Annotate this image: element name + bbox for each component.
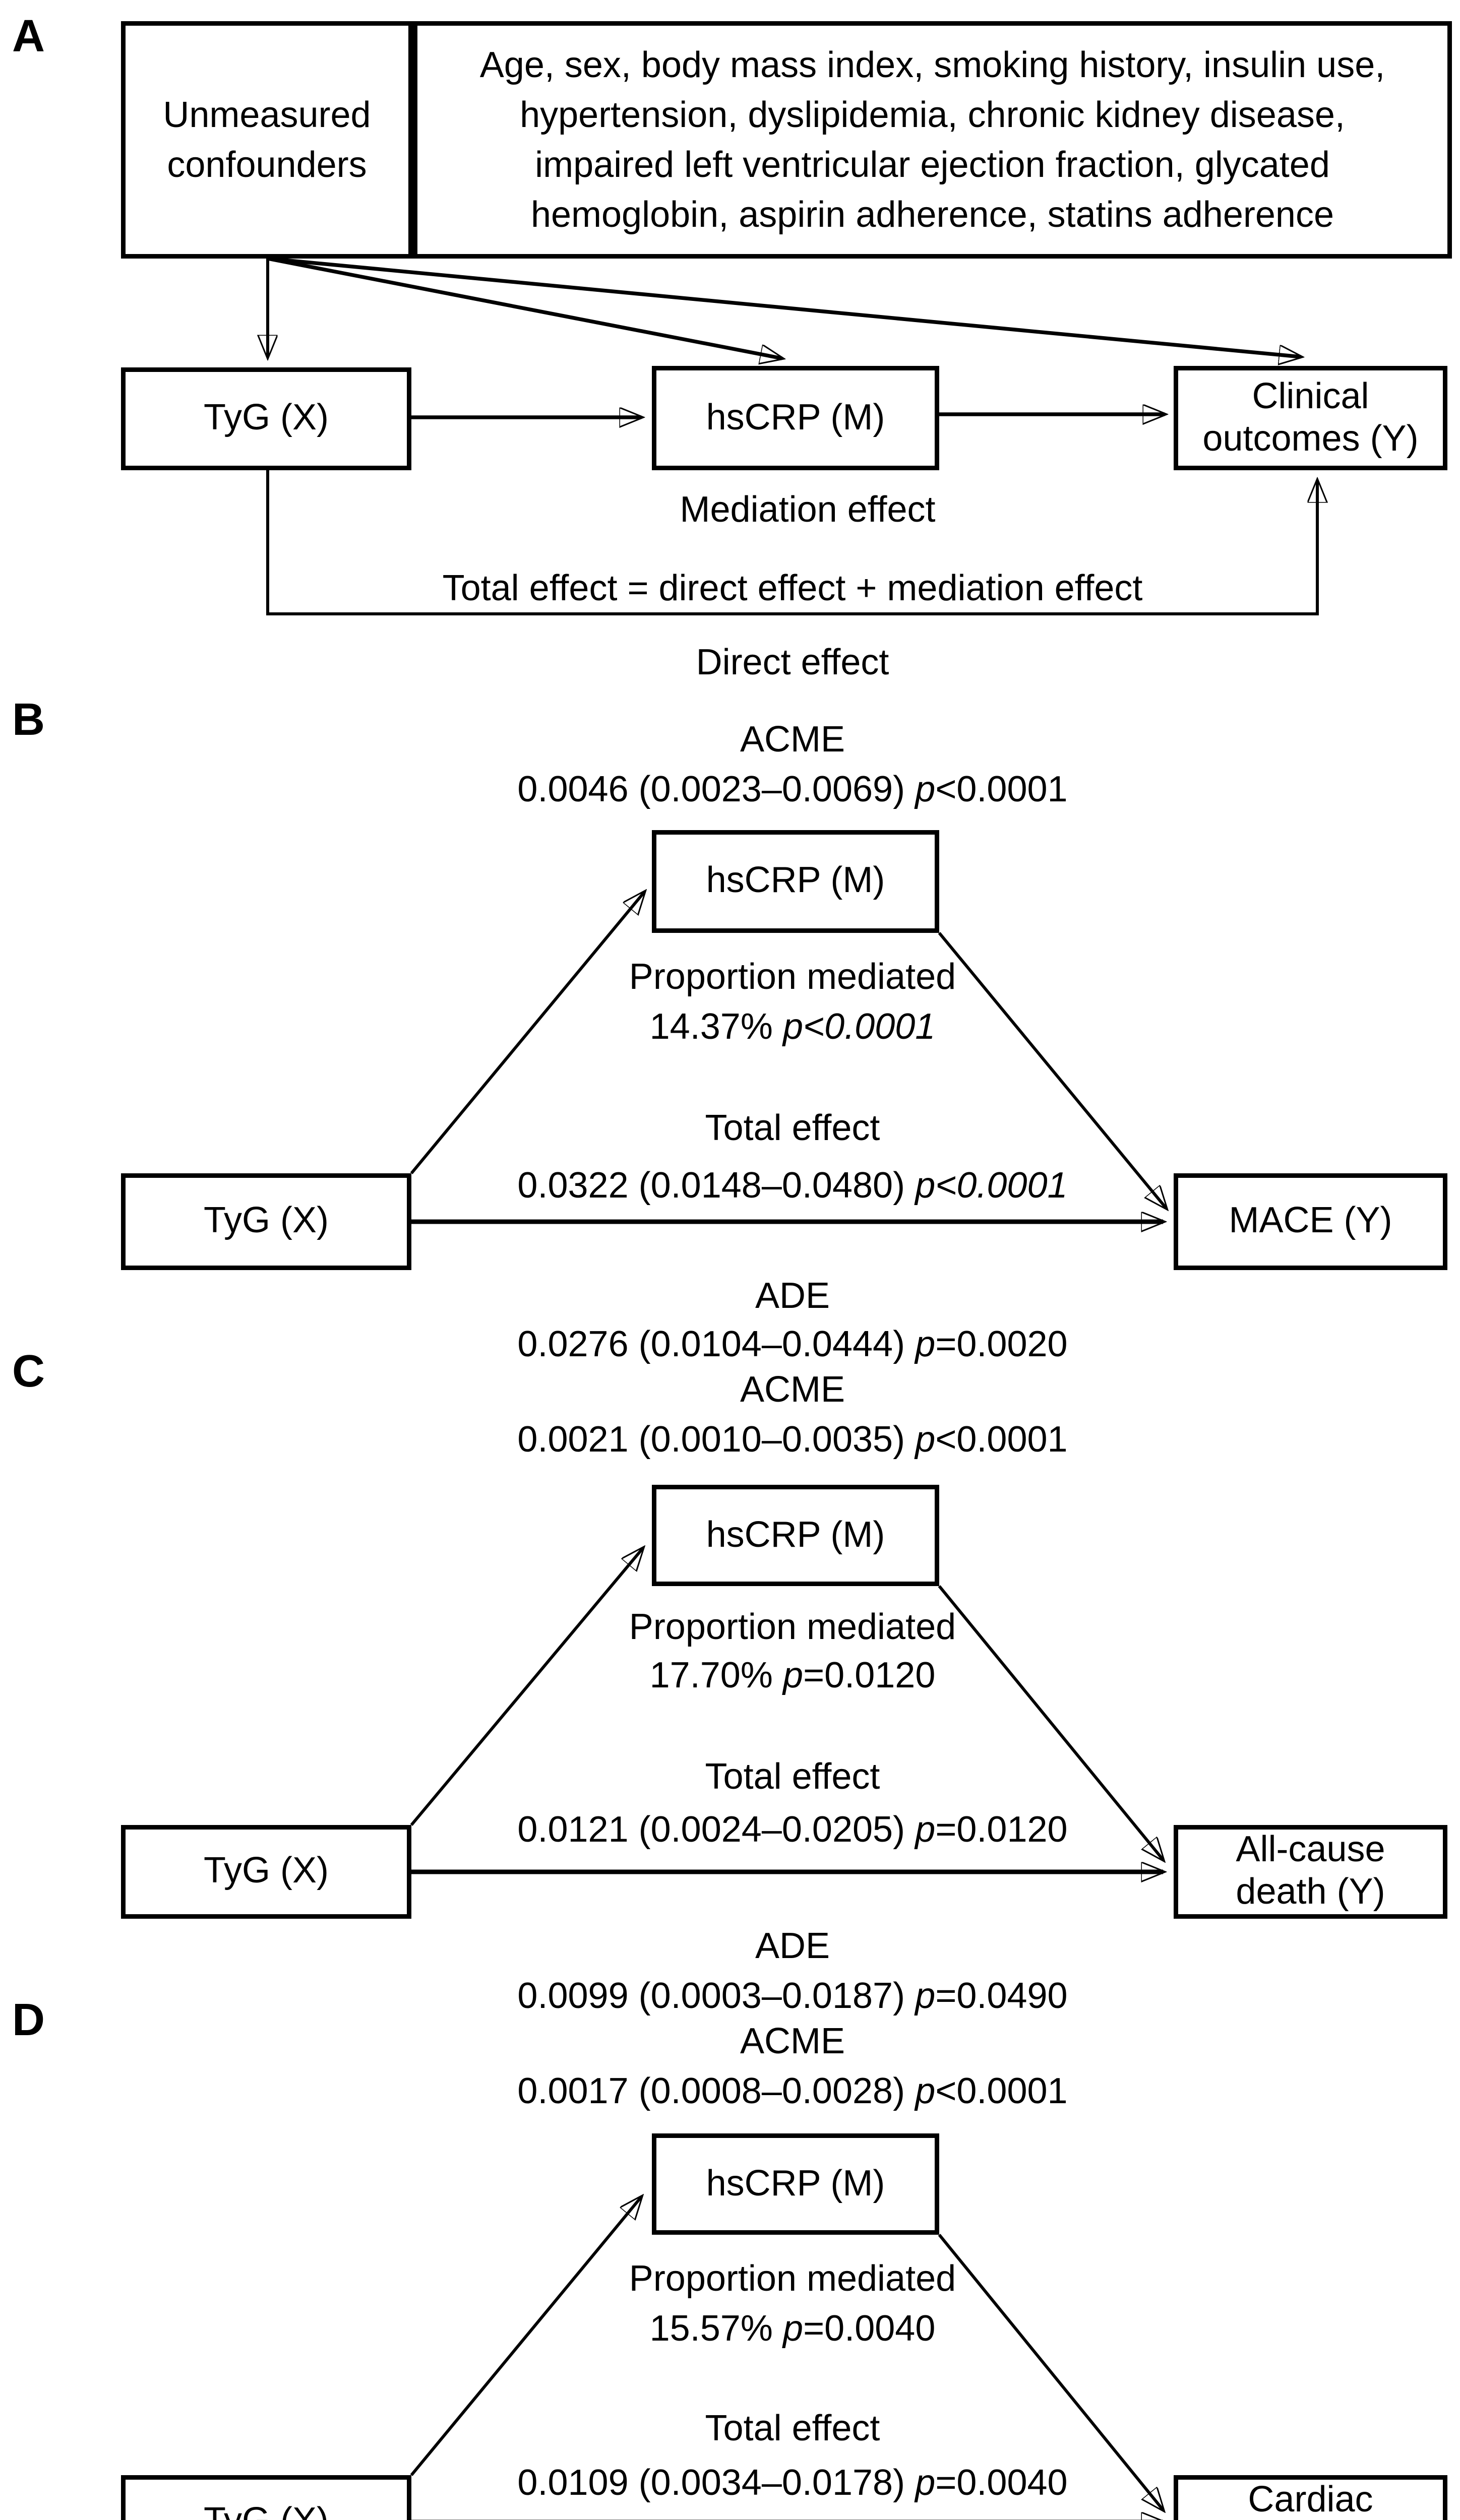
direct-effect-label: Direct effect	[696, 643, 889, 683]
mediator-box-c: hsCRP (M)	[652, 1485, 939, 1586]
outcome-box-d: Cardiac death (Y)	[1174, 2475, 1447, 2520]
mediator-label: hsCRP (M)	[706, 1514, 885, 1555]
outcome-box-b: MACE (Y)	[1174, 1173, 1447, 1270]
p-italic: p	[783, 2309, 804, 2350]
covariate-line: hemoglobin, aspirin adherence, statins a…	[530, 194, 1334, 235]
estimate-text: 0.0109 (0.0034–0.0178)	[517, 2463, 905, 2504]
outcome-line: MACE (Y)	[1229, 1201, 1392, 1241]
mediator-box-d: hsCRP (M)	[652, 2133, 939, 2235]
mediator-label: hsCRP (M)	[706, 2163, 885, 2204]
estimate-text: 14.37%	[649, 1007, 773, 1048]
proportion-title-b: Proportion mediated	[629, 957, 956, 998]
exposure-label: TyG (X)	[203, 1201, 329, 1241]
p-italic: p	[915, 2463, 936, 2504]
proportion-value-b: 14.37%p<0.0001	[650, 1007, 936, 1049]
outcome-box-a: Clinical outcomes (Y)	[1174, 366, 1447, 470]
covariates-box: Age, sex, body mass index, smoking histo…	[413, 21, 1452, 259]
p-italic: p	[915, 1976, 936, 2017]
estimate-text: 0.0121 (0.0024–0.0205)	[517, 1810, 905, 1851]
acme-value-b: 0.0046 (0.0023–0.0069)p<0.0001	[517, 770, 1067, 812]
p-rest: =0.0020	[935, 1325, 1068, 1365]
ade-title-c: ADE	[755, 1926, 830, 1967]
total-title-d: Total effect	[705, 2409, 880, 2449]
acme-title-d: ACME	[740, 2022, 845, 2062]
outcome-line: outcomes (Y)	[1202, 418, 1419, 459]
p-rest: =0.0120	[803, 1656, 936, 1696]
total-title-b: Total effect	[705, 1108, 880, 1149]
panel-label-b: B	[12, 696, 45, 745]
exposure-box-d: TyG (X)	[121, 2475, 411, 2520]
acme-value-c: 0.0021 (0.0010–0.0035)p<0.0001	[517, 1420, 1067, 1462]
exposure-label: TyG (X)	[203, 398, 329, 438]
outcome-line: Clinical	[1252, 375, 1369, 417]
mediator-label: hsCRP (M)	[706, 397, 885, 438]
covariate-line: hypertension, dyslipidemia, chronic kidn…	[520, 94, 1345, 136]
p-rest: =0.0120	[935, 1810, 1068, 1851]
panel-label-c: C	[12, 1347, 45, 1397]
estimate-text: 0.0276 (0.0104–0.0444)	[517, 1325, 905, 1365]
acme-value-d: 0.0017 (0.0008–0.0028)p<0.0001	[517, 2071, 1067, 2114]
proportion-value-c: 17.70%p=0.0120	[650, 1656, 936, 1698]
mediator-box-b: hsCRP (M)	[652, 830, 939, 933]
p-italic: p	[915, 770, 936, 810]
outcome-line: death (Y)	[1236, 1872, 1385, 1913]
total-value-c: 0.0121 (0.0024–0.0205)p=0.0120	[517, 1810, 1067, 1852]
p-italic: p	[915, 1420, 936, 1461]
total-title-c: Total effect	[705, 1757, 880, 1798]
p-rest: =0.0040	[935, 2463, 1068, 2504]
total-value-b: 0.0322 (0.0148–0.0480)p<0.0001	[517, 1166, 1067, 1208]
p-italic: p	[783, 1656, 804, 1696]
p-rest: <0.0001	[935, 770, 1068, 810]
covariate-line: impaired left ventricular ejection fract…	[535, 144, 1330, 185]
p-rest: =0.0490	[935, 1976, 1068, 2017]
exposure-label: TyG (X)	[203, 1851, 329, 1892]
covariate-line: Age, sex, body mass index, smoking histo…	[479, 44, 1385, 86]
ade-value-b: 0.0276 (0.0104–0.0444)p=0.0020	[517, 1325, 1067, 1367]
panel-label-d: D	[12, 1996, 45, 2046]
estimate-text: 0.0046 (0.0023–0.0069)	[517, 770, 905, 810]
arrow-confounders-to-outcome	[267, 257, 1301, 357]
estimate-text: 17.70%	[649, 1656, 773, 1696]
ade-title-b: ADE	[755, 1276, 830, 1317]
arrow-confounders-to-mediator	[267, 257, 782, 358]
p-italic: p	[915, 2071, 936, 2112]
unmeasured-line: Unmeasured	[163, 94, 371, 136]
estimate-text: 0.0099 (0.0003–0.0187)	[517, 1976, 905, 2017]
acme-title-b: ACME	[740, 720, 845, 761]
proportion-title-d: Proportion mediated	[629, 2259, 956, 2300]
proportion-value-d: 15.57%p=0.0040	[650, 2309, 936, 2351]
exposure-box-c: TyG (X)	[121, 1825, 411, 1919]
arrow-exposure-to-mediator-d	[410, 2197, 641, 2476]
panel-label-a: A	[12, 12, 45, 62]
p-italic: p<0.0001	[783, 1007, 936, 1048]
unmeasured-line: confounders	[167, 144, 367, 185]
mediator-box-a: hsCRP (M)	[652, 366, 939, 470]
unmeasured-confounders-box: Unmeasured confounders	[121, 21, 413, 259]
mediation-effect-label: Mediation effect	[680, 490, 936, 531]
exposure-box-b: TyG (X)	[121, 1173, 411, 1270]
outcome-box-c: All-cause death (Y)	[1174, 1825, 1447, 1919]
total-value-d: 0.0109 (0.0034–0.0178)p=0.0040	[517, 2463, 1067, 2505]
p-rest: <0.0001	[935, 2071, 1068, 2112]
exposure-label: TyG (X)	[204, 2500, 329, 2520]
ade-value-c: 0.0099 (0.0003–0.0187)p=0.0490	[517, 1976, 1067, 2019]
exposure-box-a: TyG (X)	[121, 367, 411, 470]
estimate-text: 15.57%	[649, 2309, 773, 2350]
outcome-line: Cardiac	[1248, 2479, 1373, 2520]
p-italic: p<0.0001	[915, 1166, 1068, 1207]
arrow-exposure-to-mediator-c	[410, 1548, 643, 1826]
outcome-line: All-cause	[1236, 1830, 1385, 1870]
total-effect-equation-label: Total effect = direct effect + mediation…	[442, 569, 1143, 609]
estimate-text: 0.0021 (0.0010–0.0035)	[517, 1420, 905, 1461]
acme-title-c: ACME	[740, 1370, 845, 1411]
estimate-text: 0.0322 (0.0148–0.0480)	[517, 1166, 905, 1207]
p-italic: p	[915, 1325, 936, 1365]
proportion-title-c: Proportion mediated	[629, 1607, 956, 1648]
p-rest: <0.0001	[935, 1420, 1068, 1461]
p-italic: p	[915, 1810, 936, 1851]
arrow-exposure-to-mediator-b	[410, 892, 644, 1174]
p-rest: =0.0040	[803, 2309, 936, 2350]
estimate-text: 0.0017 (0.0008–0.0028)	[517, 2071, 905, 2112]
mediator-label: hsCRP (M)	[706, 860, 885, 901]
